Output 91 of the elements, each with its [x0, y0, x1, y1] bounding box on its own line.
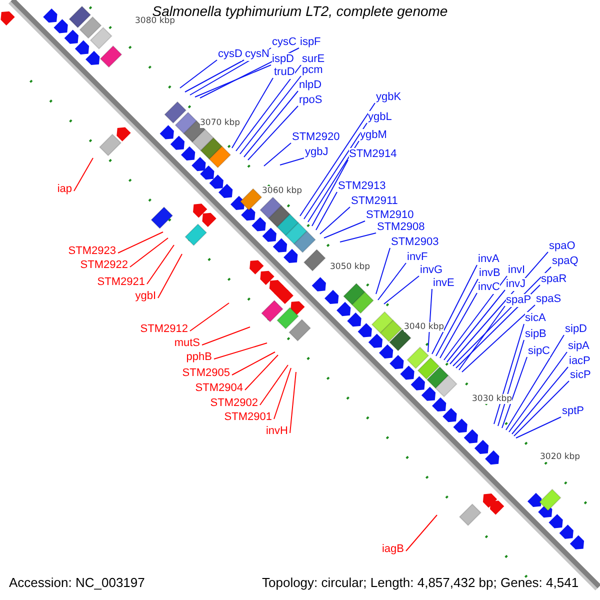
leader-line — [320, 206, 350, 234]
leader-line — [494, 324, 524, 424]
gene-label: ygbJ — [305, 146, 328, 159]
leader-line — [130, 238, 168, 268]
leader-line — [118, 232, 164, 254]
leader-line — [184, 60, 244, 92]
leader-line — [180, 60, 218, 88]
leader-line — [376, 248, 390, 294]
leader-line — [158, 254, 182, 298]
leader-line — [458, 306, 506, 370]
leader-line — [200, 48, 300, 98]
gene-label: pphB — [186, 351, 212, 364]
leader-line — [308, 140, 360, 222]
leader-line — [514, 380, 570, 436]
scale-label: 3060 kbp — [262, 186, 302, 196]
gene-label: STM2914 — [349, 148, 397, 161]
gene-label: iap — [57, 183, 72, 196]
gene-label: spaP — [506, 294, 532, 307]
info-text: Accession: NC_003197 — [9, 575, 145, 590]
scale-label: 3070 kbp — [200, 118, 240, 128]
scale-label: 3080 kbp — [135, 16, 176, 26]
gene-label: sipA — [568, 340, 590, 353]
gene-label: invC — [478, 281, 500, 294]
leader-line — [312, 160, 348, 226]
leader-line — [450, 252, 548, 364]
leader-line — [436, 278, 478, 356]
leader-line — [274, 368, 292, 420]
gene-label: ispD — [272, 53, 294, 66]
gene-label: nlpD — [299, 79, 322, 92]
gene-label: rpoS — [299, 94, 322, 107]
gene-label: ygbK — [376, 91, 402, 104]
gene-label: spaQ — [552, 255, 578, 268]
leader-line — [280, 158, 304, 166]
gene-label: iagB — [382, 543, 404, 556]
leader-line — [406, 514, 438, 552]
leader-line — [300, 102, 376, 216]
leader-line — [316, 192, 338, 230]
leader-line — [462, 304, 536, 372]
leader-line — [432, 264, 478, 354]
leader-line — [232, 78, 274, 148]
leader-line — [384, 276, 420, 304]
leader-line — [516, 416, 562, 438]
info-text: Topology: circular; Length: 4,857,432 bp; Genes: 4,541 — [262, 575, 579, 590]
leader-line — [378, 262, 406, 300]
gene-label: sptP — [562, 405, 584, 418]
leader-line — [304, 122, 368, 220]
gene-label: spaO — [549, 240, 576, 253]
leader-line — [194, 64, 272, 98]
leader-line — [512, 366, 568, 434]
leader-line — [236, 64, 302, 152]
gene-label: sipD — [565, 323, 588, 336]
leader-line — [290, 372, 296, 434]
leader-line — [502, 356, 528, 428]
leader-line — [498, 340, 524, 426]
leader-line — [74, 158, 94, 192]
leader-line — [190, 302, 230, 332]
scale-label: 3050 kbp — [330, 262, 370, 272]
leader-line — [202, 326, 250, 346]
leader-line — [240, 76, 302, 154]
scale-label: 3040 kbp — [404, 322, 444, 332]
leader-line — [340, 232, 376, 242]
leader-line — [508, 352, 568, 432]
leader-line — [146, 244, 174, 284]
gene-label: ygbI — [135, 290, 156, 303]
gene-label: pcm — [302, 64, 323, 77]
leader-line — [244, 90, 298, 158]
gene-label: spaR — [541, 273, 567, 286]
leader-line — [506, 334, 564, 430]
gene-label: ygbM — [360, 129, 387, 142]
gene-label: ispF — [300, 36, 321, 49]
scale-label: 3030 kbp — [472, 394, 512, 404]
leader-line — [440, 292, 478, 358]
leader-line — [232, 352, 276, 376]
leader-line — [444, 276, 508, 360]
leader-line — [260, 364, 288, 406]
gene-label: truD — [274, 66, 295, 79]
gene-label: sipC — [528, 345, 550, 358]
gene-label: cysD — [218, 48, 242, 61]
leader-line — [264, 142, 292, 166]
gene-label: sipB — [525, 328, 546, 341]
leader-line — [214, 342, 268, 360]
leader-line — [248, 106, 298, 160]
leader-line — [244, 354, 278, 390]
scale-label: 3020 kbp — [540, 452, 580, 462]
gene-label: cysN — [245, 48, 270, 61]
gene-label: spaS — [536, 293, 562, 306]
leader-line — [446, 290, 506, 362]
gene-label: invJ — [506, 278, 526, 291]
leader-line — [324, 220, 366, 238]
gene-label: ygbL — [368, 111, 392, 124]
gene-label: cysC — [272, 36, 296, 49]
